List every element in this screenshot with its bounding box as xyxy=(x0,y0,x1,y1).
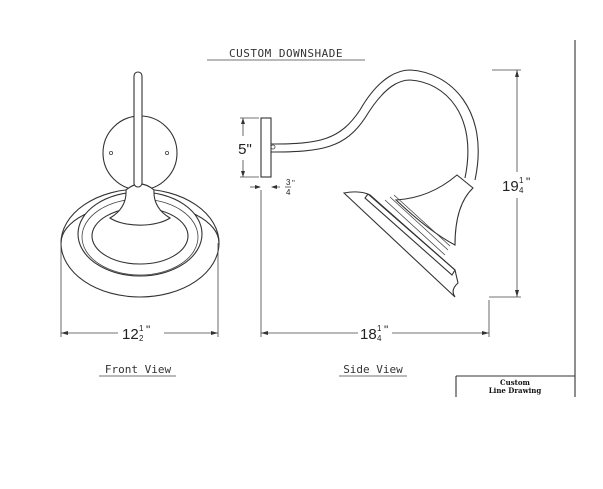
plate-depth-dimension: 3 4 " xyxy=(250,178,295,197)
front-width-dimension: 12 1 2 " xyxy=(60,243,219,343)
svg-text:": " xyxy=(292,179,295,188)
height-dimension: 19 1 4 " xyxy=(489,69,530,298)
svg-text:": " xyxy=(384,323,388,337)
side-neck xyxy=(394,174,474,246)
svg-text:18: 18 xyxy=(360,326,377,343)
arm-rod xyxy=(133,71,143,188)
svg-text:1: 1 xyxy=(139,324,144,333)
projection-dimension: 18 1 4 " xyxy=(260,190,490,343)
front-view-drawing xyxy=(60,71,220,298)
wall-plate xyxy=(260,117,272,178)
svg-text:5": 5" xyxy=(238,141,252,158)
svg-text:": " xyxy=(146,323,150,337)
gooseneck-inner xyxy=(270,79,469,179)
side-shade-cone xyxy=(342,191,459,298)
svg-text:4: 4 xyxy=(286,188,291,197)
svg-text:12: 12 xyxy=(122,326,139,343)
svg-text:": " xyxy=(526,175,530,189)
svg-text:4: 4 xyxy=(519,186,524,195)
side-view-drawing xyxy=(260,69,479,298)
svg-text:2: 2 xyxy=(139,334,144,343)
neck xyxy=(108,183,172,226)
svg-text:1: 1 xyxy=(377,324,382,333)
title-block-line1: Custom xyxy=(500,378,531,387)
title-block: Custom Line Drawing xyxy=(455,375,575,397)
svg-text:19: 19 xyxy=(502,178,519,195)
svg-text:4: 4 xyxy=(377,334,382,343)
plate-height-dimension: 5" xyxy=(238,117,259,178)
title-block-line2: Line Drawing xyxy=(489,386,542,395)
side-view-label: Side View xyxy=(343,363,403,376)
gooseneck-outer xyxy=(270,69,479,181)
front-view-label: Front View xyxy=(105,363,172,376)
drawing-title: CUSTOM DOWNSHADE xyxy=(229,47,343,60)
svg-text:3: 3 xyxy=(286,178,291,187)
svg-text:1: 1 xyxy=(519,176,524,185)
